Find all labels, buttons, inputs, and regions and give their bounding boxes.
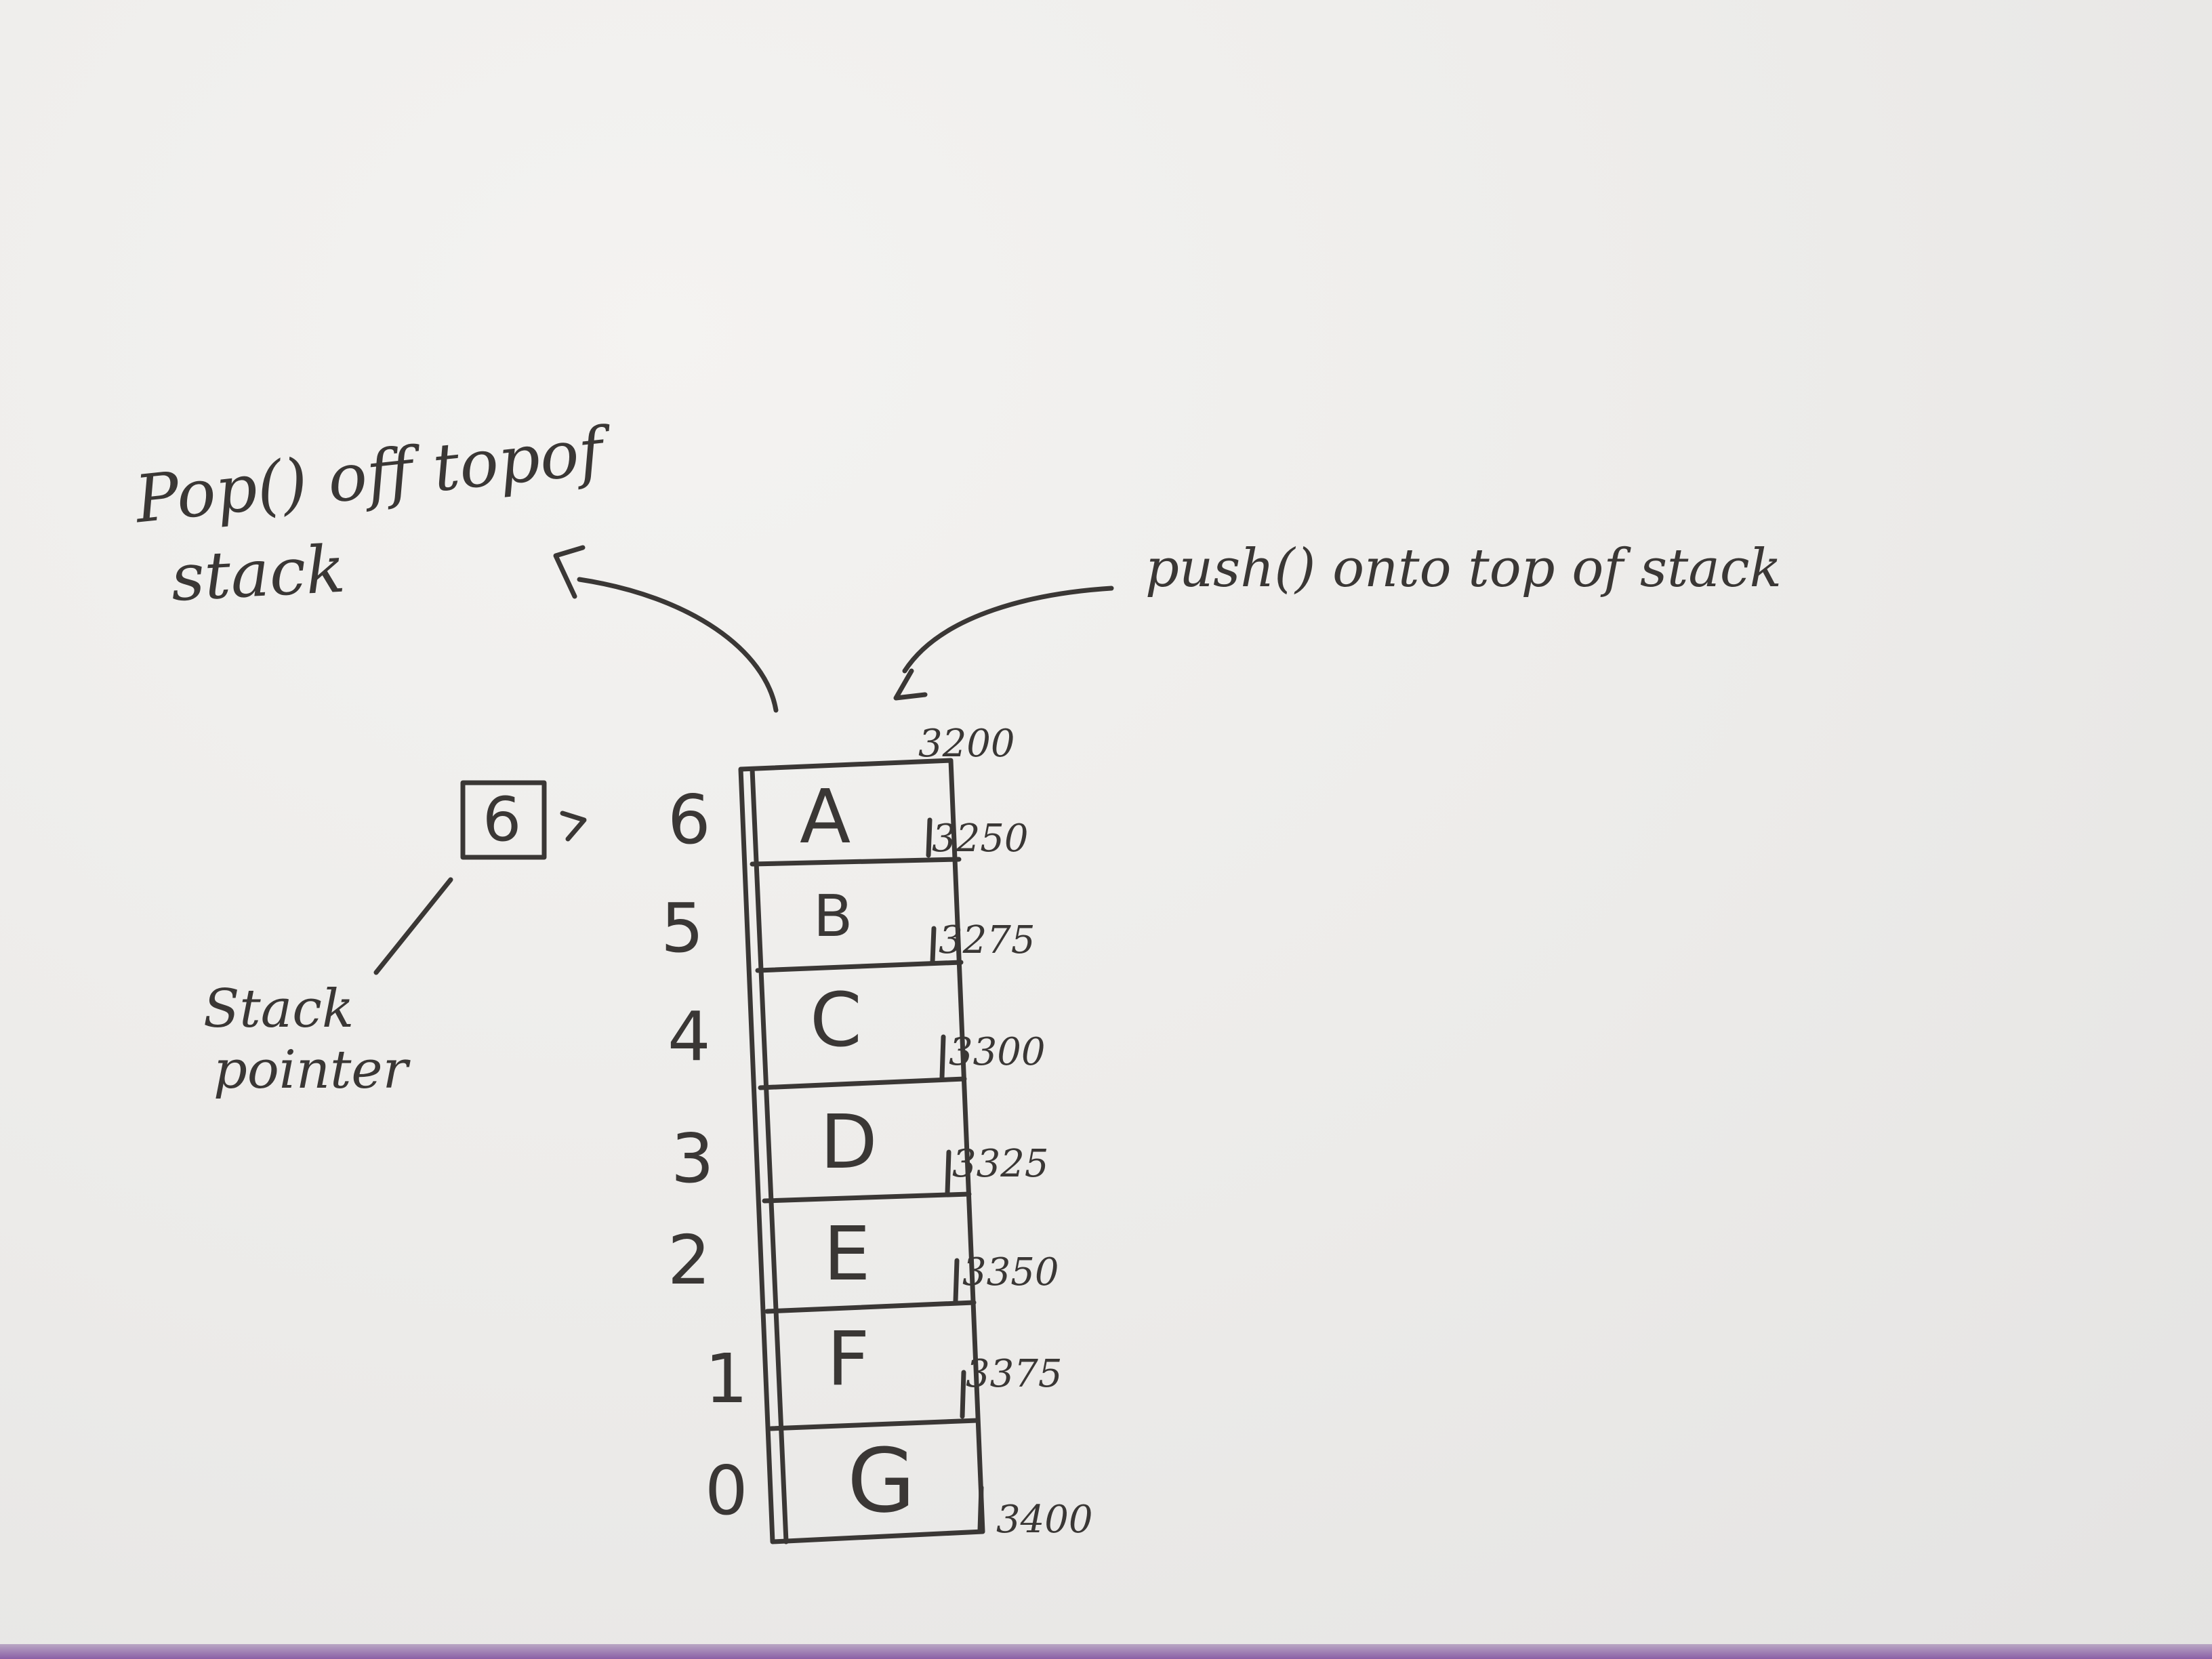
addr-tick-6 xyxy=(960,1370,966,1419)
address-3300: 3300 xyxy=(949,1030,1046,1074)
divider-5 xyxy=(764,1300,977,1314)
push-arrow-head xyxy=(893,668,928,701)
divider-1 xyxy=(750,857,962,867)
addr-tick-4 xyxy=(945,1149,951,1195)
addr-tick-2 xyxy=(930,926,937,965)
addr-tick-5 xyxy=(953,1258,960,1304)
cell-D: D xyxy=(820,1099,878,1185)
address-3350: 3350 xyxy=(962,1250,1059,1294)
push-label: push() onto top of stack xyxy=(1145,538,1782,599)
index-6: 6 xyxy=(668,780,711,859)
cell-A: A xyxy=(800,773,851,860)
index-1: 1 xyxy=(705,1339,748,1418)
addr-tick-1 xyxy=(926,817,933,858)
addr-tick-7 xyxy=(977,1485,984,1533)
pop-arrow-head xyxy=(553,545,586,599)
stack-inner-rule xyxy=(750,766,789,1544)
divider-3 xyxy=(758,1076,967,1090)
index-4: 4 xyxy=(668,997,711,1076)
address-3250: 3250 xyxy=(932,817,1029,861)
push-arrow xyxy=(902,586,1114,674)
pointer-label-line1: Stack xyxy=(203,979,354,1040)
index-5: 5 xyxy=(661,888,704,968)
address-3275: 3275 xyxy=(939,918,1036,962)
divider-4 xyxy=(762,1191,972,1204)
pointer-leader xyxy=(373,877,453,975)
stack-pointer-value: 6 xyxy=(483,784,522,855)
cell-E: E xyxy=(823,1210,871,1297)
stack-pointer-box xyxy=(460,780,547,860)
index-2: 2 xyxy=(668,1221,711,1300)
desk-edge xyxy=(0,1644,2212,1659)
divider-6 xyxy=(769,1418,980,1431)
divider-2 xyxy=(755,960,964,973)
cell-C: C xyxy=(810,977,862,1063)
pop-arrow xyxy=(577,577,779,713)
index-3: 3 xyxy=(671,1119,714,1198)
pop-label-line2: stack xyxy=(169,531,348,616)
cell-F: F xyxy=(827,1315,870,1402)
cell-G: G xyxy=(847,1429,916,1532)
address-3325: 3325 xyxy=(952,1142,1049,1186)
address-3200: 3200 xyxy=(918,722,1015,766)
pointer-label-line2: pointer xyxy=(213,1040,408,1101)
addr-tick-3 xyxy=(939,1034,946,1080)
address-3400: 3400 xyxy=(996,1498,1093,1542)
cell-B: B xyxy=(813,883,853,950)
stack-outline xyxy=(738,758,985,1544)
pointer-arrow xyxy=(560,811,587,842)
address-3375: 3375 xyxy=(966,1352,1063,1396)
index-0: 0 xyxy=(705,1451,748,1530)
